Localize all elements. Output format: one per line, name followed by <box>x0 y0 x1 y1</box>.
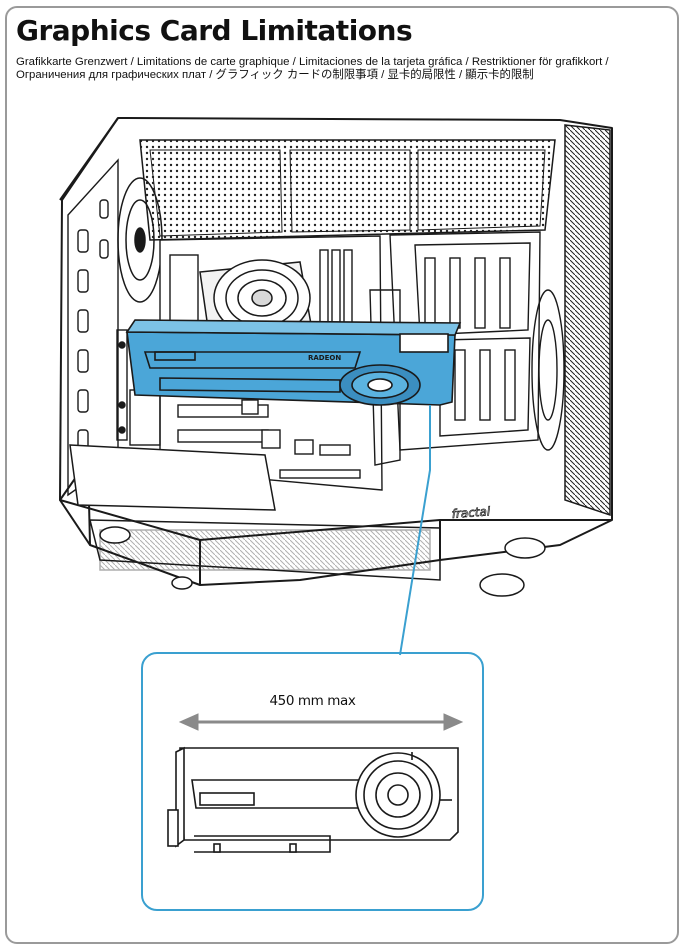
subtitle-line-1: Grafikkarte Grenzwert / Limitations de c… <box>16 56 609 68</box>
rear-fan <box>117 177 163 303</box>
page-title: Graphics Card Limitations <box>16 14 413 47</box>
detail-callout-box <box>141 652 484 911</box>
subtitle-line-2: Ограничения для графических плат / グラフィッ… <box>16 69 534 81</box>
psu-shroud <box>69 444 441 581</box>
graphics-card-detail <box>167 746 459 853</box>
page-frame <box>5 6 679 944</box>
max-length-label: 450 mm max <box>269 693 356 709</box>
dimension-arrow <box>178 713 464 731</box>
installed-graphics-card <box>125 319 462 406</box>
card-brand-label: RADEON <box>308 354 341 362</box>
case-feet <box>99 526 546 597</box>
pcie-brackets <box>116 329 161 446</box>
top-mesh-panel <box>139 139 556 241</box>
multilingual-subtitle: Grafikkarte Grenzwert / Limitations de c… <box>16 56 666 82</box>
front-vent-panel <box>564 124 611 517</box>
case-brand-label: fractal <box>451 504 491 521</box>
front-fan <box>531 289 565 451</box>
callout-leader-line <box>399 405 431 656</box>
